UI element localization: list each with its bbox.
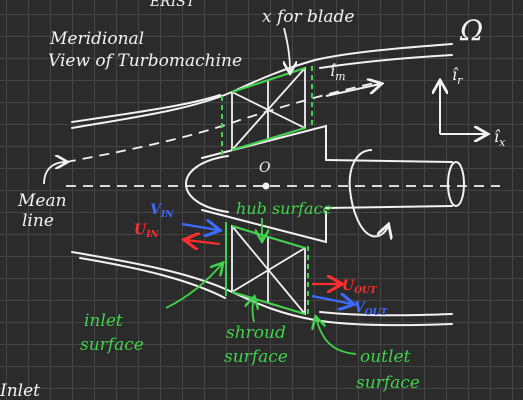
- shroud-surface-pointer: [253, 298, 255, 323]
- hub-surface-label: hub surface: [236, 199, 332, 218]
- inlet-surface-pointer: [165, 264, 222, 309]
- mean-line-label-line1: Mean: [17, 191, 67, 211]
- v-out-label: VOUT: [354, 300, 389, 318]
- lower-hub-wall: [201, 209, 327, 244]
- outlet-surface-label-line1: outlet: [360, 347, 411, 367]
- lower-shroud-wall: [71, 251, 453, 327]
- inlet-surface-label-line2: surface: [80, 335, 144, 355]
- outlet-surface-pointer: [316, 318, 357, 355]
- v-in-label: VIN: [150, 202, 174, 220]
- i-m-vector: [325, 84, 380, 97]
- u-out-label: UOUT: [342, 278, 378, 296]
- meridional-title-line2: View of Turbomachine: [48, 51, 242, 71]
- mean-line-label-line2: line: [22, 211, 54, 231]
- i-r-label: îr: [452, 65, 463, 87]
- lower-blade-box: [231, 224, 306, 316]
- u-in-label: UIN: [134, 222, 159, 240]
- shroud-surface-label-line2: surface: [224, 347, 288, 367]
- meridional-title-line1: Meridional: [49, 29, 144, 49]
- coordinate-axes: [440, 82, 486, 134]
- x-for-blade-pointer: [284, 27, 290, 72]
- mean-line: [65, 81, 381, 163]
- i-x-label: îx: [494, 127, 506, 149]
- inlet-surface-label-line1: inlet: [84, 311, 123, 331]
- rotation-arrow: [348, 149, 388, 236]
- outlet-surface-label-line2: surface: [356, 373, 420, 393]
- omega-symbol: Ω: [459, 14, 483, 47]
- u-in-arrow: [186, 240, 221, 244]
- origin-point: [262, 182, 270, 190]
- shroud-surface-label-line1: shroud: [226, 323, 286, 343]
- upper-shroud-wall: [71, 43, 453, 129]
- v-out-arrow: [311, 296, 352, 304]
- i-m-label: îm: [330, 61, 346, 83]
- x-for-blade-label: x for blade: [262, 7, 354, 27]
- v-in-arrow: [181, 224, 218, 230]
- upper-hub-wall: [201, 124, 327, 161]
- origin-label: O: [259, 160, 271, 176]
- bottom-cutoff-text: Inlet: [0, 381, 40, 400]
- mean-line-pointer: [43, 162, 66, 185]
- shaft: [184, 155, 465, 213]
- top-cutoff-text: ERIST: [149, 0, 197, 10]
